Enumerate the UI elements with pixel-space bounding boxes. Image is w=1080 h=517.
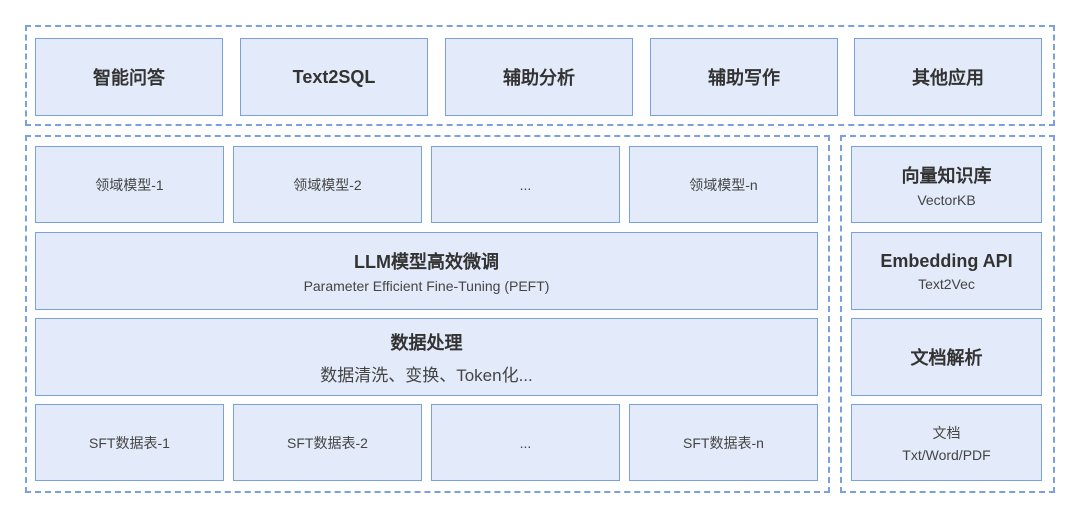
documents-title: 文档 bbox=[932, 424, 961, 441]
app-other-label: 其他应用 bbox=[912, 68, 984, 88]
documents-box: 文档 Txt/Word/PDF bbox=[851, 404, 1042, 481]
peft-box: LLM模型高效微调 Parameter Efficient Fine-Tunin… bbox=[35, 232, 818, 310]
domain-model-1-label: 领域模型-1 bbox=[95, 176, 164, 193]
domain-model-n-label: 领域模型-n bbox=[689, 176, 758, 193]
sft-table-1-label: SFT数据表-1 bbox=[89, 434, 170, 451]
app-qa-box: 智能问答 bbox=[35, 38, 223, 116]
vector-kb-subtitle: VectorKB bbox=[917, 191, 976, 208]
app-analysis-label: 辅助分析 bbox=[503, 68, 575, 88]
vector-kb-title: 向量知识库 bbox=[901, 165, 992, 186]
embedding-api-box: Embedding API Text2Vec bbox=[851, 232, 1042, 310]
data-processing-box: 数据处理 数据清洗、变换、Token化... bbox=[35, 318, 818, 396]
sft-table-1-box: SFT数据表-1 bbox=[35, 404, 224, 481]
embedding-api-title: Embedding API bbox=[880, 250, 1013, 271]
sft-table-n-box: SFT数据表-n bbox=[629, 404, 818, 481]
sft-table-2-label: SFT数据表-2 bbox=[287, 434, 368, 451]
app-other-box: 其他应用 bbox=[854, 38, 1042, 116]
app-qa-label: 智能问答 bbox=[93, 68, 165, 88]
app-analysis-box: 辅助分析 bbox=[445, 38, 633, 116]
domain-model-n-box: 领域模型-n bbox=[629, 146, 818, 223]
sft-table-n-label: SFT数据表-n bbox=[683, 434, 764, 451]
embedding-api-subtitle: Text2Vec bbox=[918, 275, 975, 292]
data-processing-title: 数据处理 bbox=[390, 332, 463, 353]
model-layer-group bbox=[25, 135, 830, 493]
doc-parse-title: 文档解析 bbox=[910, 348, 983, 368]
app-text2sql-label: Text2SQL bbox=[292, 66, 376, 87]
application-layer-group bbox=[25, 25, 1055, 126]
app-text2sql-box: Text2SQL bbox=[240, 38, 428, 116]
app-writing-label: 辅助写作 bbox=[708, 68, 780, 88]
peft-subtitle: Parameter Efficient Fine-Tuning (PEFT) bbox=[303, 278, 550, 294]
documents-subtitle: Txt/Word/PDF bbox=[902, 446, 991, 463]
domain-model-ellipsis-label: ... bbox=[519, 176, 532, 193]
peft-title: LLM模型高效微调 bbox=[354, 252, 499, 272]
doc-parse-box: 文档解析 bbox=[851, 318, 1042, 396]
data-processing-subtitle: 数据清洗、变换、Token化... bbox=[320, 365, 533, 385]
domain-model-1-box: 领域模型-1 bbox=[35, 146, 224, 223]
domain-model-ellipsis-box: ... bbox=[431, 146, 620, 223]
sft-table-ellipsis-label: ... bbox=[519, 434, 532, 451]
vector-kb-box: 向量知识库 VectorKB bbox=[851, 146, 1042, 223]
domain-model-2-box: 领域模型-2 bbox=[233, 146, 422, 223]
app-writing-box: 辅助写作 bbox=[650, 38, 838, 116]
sft-table-ellipsis-box: ... bbox=[431, 404, 620, 481]
sft-table-2-box: SFT数据表-2 bbox=[233, 404, 422, 481]
knowledge-layer-group bbox=[840, 135, 1055, 493]
domain-model-2-label: 领域模型-2 bbox=[293, 176, 362, 193]
